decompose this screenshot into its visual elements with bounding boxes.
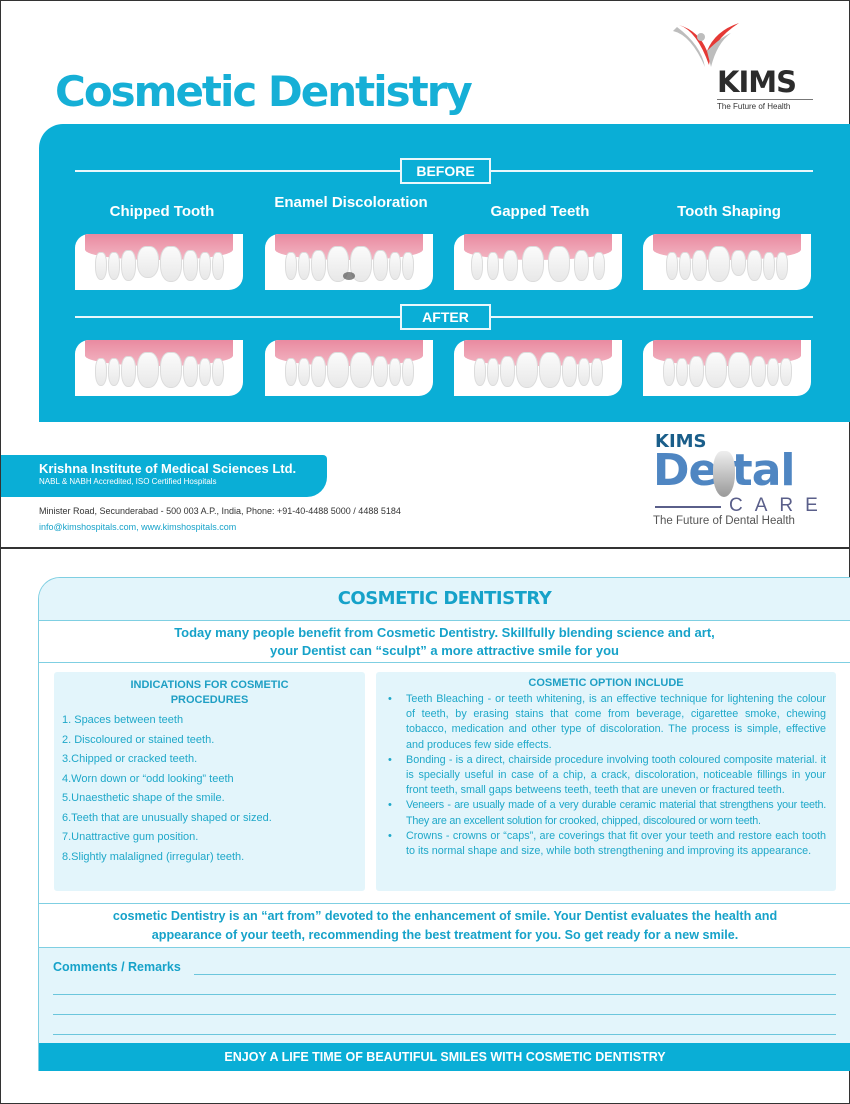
footer-banner: ENJOY A LIFE TIME OF BEAUTIFUL SMILES WI… bbox=[39, 1043, 850, 1071]
option-crowns: Crowns - crowns or “caps”, are coverings… bbox=[386, 829, 826, 859]
options-title: COSMETIC OPTION INCLUDE bbox=[528, 677, 684, 689]
dental-logo-care: CARE bbox=[729, 495, 830, 516]
indications-list: 1. Spaces between teeth 2. Discoloured o… bbox=[62, 711, 357, 867]
after-image-chipped-tooth bbox=[75, 340, 243, 396]
contact-links[interactable]: info@kimshospitals.com, www.kimshospital… bbox=[39, 522, 237, 532]
tooth-implant-icon bbox=[713, 451, 735, 497]
kims-figure-icon bbox=[673, 23, 739, 67]
case-label-chipped-tooth: Chipped Tooth bbox=[109, 203, 215, 220]
intro-line-1: Today many people benefit from Cosmetic … bbox=[174, 625, 715, 640]
closing-text: cosmetic Dentistry is an “art from” devo… bbox=[39, 903, 850, 948]
before-image-enamel-discoloration bbox=[265, 234, 433, 290]
before-after-panel: BEFORE Chipped Tooth Enamel Discoloratio… bbox=[39, 124, 850, 422]
options-list: Teeth Bleaching - or teeth whitening, is… bbox=[386, 692, 826, 859]
after-image-gapped-teeth bbox=[454, 340, 622, 396]
kims-logo: KIMS The Future of Health bbox=[671, 21, 816, 113]
indications-title: INDICATIONS FOR COSMETIC PROCEDURES bbox=[130, 679, 289, 706]
options-panel: COSMETIC OPTION INCLUDE Teeth Bleaching … bbox=[376, 672, 836, 891]
list-item: 4.Worn down or “odd looking” teeth bbox=[62, 772, 234, 785]
dental-logo-kims: KIMS bbox=[655, 431, 707, 452]
comments-field-line-3[interactable] bbox=[53, 1014, 836, 1015]
kims-tagline: The Future of Health bbox=[717, 99, 813, 111]
intro-line-2: your Dentist can “sculpt” a more attract… bbox=[270, 643, 619, 658]
after-image-tooth-shaping bbox=[643, 340, 811, 396]
dental-logo-rule bbox=[655, 506, 721, 508]
closing-line-1: cosmetic Dentistry is an “art from” devo… bbox=[112, 909, 778, 923]
organization-banner: Krishna Institute of Medical Sciences Lt… bbox=[1, 455, 327, 497]
info-card: COSMETIC DENTISTRY Today many people ben… bbox=[38, 577, 850, 1071]
comments-section: Comments / Remarks bbox=[39, 948, 850, 1043]
before-image-gapped-teeth bbox=[454, 234, 622, 290]
kims-dental-care-logo: KIMS De tal CARE The Future of Dental He… bbox=[653, 429, 831, 533]
comments-field-line-2[interactable] bbox=[53, 994, 836, 995]
after-label: AFTER bbox=[400, 304, 491, 330]
list-item: 7.Unattractive gum position. bbox=[62, 831, 199, 843]
section-heading: COSMETIC DENTISTRY bbox=[39, 578, 850, 621]
option-bonding: Bonding - is a direct, chairside procedu… bbox=[386, 753, 826, 799]
case-label-enamel-discoloration: Enamel Discoloration bbox=[274, 194, 428, 211]
after-image-enamel-discoloration bbox=[265, 340, 433, 396]
indications-panel: INDICATIONS FOR COSMETIC PROCEDURES 1. S… bbox=[54, 672, 365, 891]
option-teeth-bleaching: Teeth Bleaching - or teeth whitening, is… bbox=[386, 692, 826, 753]
page-title: Cosmetic Dentistry bbox=[55, 67, 473, 116]
case-label-tooth-shaping: Tooth Shaping bbox=[677, 203, 781, 220]
closing-line-2: appearance of your teeth, recommending t… bbox=[151, 928, 739, 942]
dental-logo-tagline: The Future of Dental Health bbox=[653, 515, 795, 527]
intro-text: Today many people benefit from Cosmetic … bbox=[39, 621, 850, 663]
list-item: 6.Teeth that are unusually shaped or siz… bbox=[62, 811, 272, 824]
list-item: 8.Slightly malaligned (irregular) teeth. bbox=[62, 850, 245, 863]
address-text: Minister Road, Secunderabad - 500 003 A.… bbox=[39, 506, 401, 516]
comments-label: Comments / Remarks bbox=[53, 960, 181, 974]
case-label-gapped-teeth: Gapped Teeth bbox=[490, 203, 590, 220]
before-label: BEFORE bbox=[400, 158, 491, 184]
option-veneers: Veneers - are usually made of a very dur… bbox=[386, 798, 826, 828]
front-page: Cosmetic Dentistry KIMS The Future of He… bbox=[0, 0, 850, 549]
list-item: 5.Unaesthetic shape of the smile. bbox=[62, 792, 225, 804]
comments-field-line-1[interactable] bbox=[194, 974, 836, 975]
kims-wordmark: KIMS bbox=[717, 65, 797, 99]
list-item: 3.Chipped or cracked teeth. bbox=[62, 753, 198, 765]
list-item: 1. Spaces between teeth bbox=[62, 714, 184, 726]
accreditation-text: NABL & NABH Accredited, ISO Certified Ho… bbox=[39, 477, 217, 486]
list-item: 2. Discoloured or stained teeth. bbox=[62, 733, 215, 746]
before-image-chipped-tooth bbox=[75, 234, 243, 290]
comments-field-line-4[interactable] bbox=[53, 1034, 836, 1035]
before-image-tooth-shaping bbox=[643, 234, 811, 290]
organization-name: Krishna Institute of Medical Sciences Lt… bbox=[39, 461, 297, 476]
